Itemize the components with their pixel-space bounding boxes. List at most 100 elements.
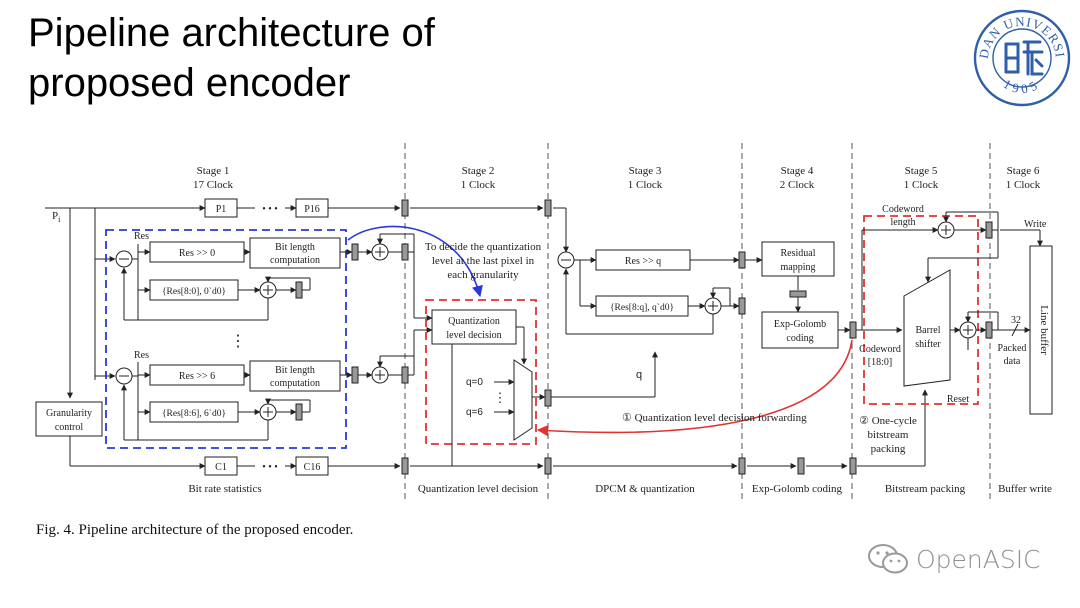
register-dots-bottom: • • • — [262, 462, 278, 473]
svg-text:Bit length: Bit length — [275, 242, 315, 253]
stage-4-clock: 2 Clock — [780, 179, 815, 191]
register-s1-0 — [295, 281, 303, 299]
reset-label: Reset — [947, 394, 969, 405]
svg-text:control: control — [55, 422, 84, 433]
svg-text:Exp-Golomb: Exp-Golomb — [774, 319, 826, 330]
pi-label: Pi — [52, 210, 61, 224]
title-line-2: proposed encoder — [28, 61, 351, 105]
bus-width-label: 32 — [1011, 315, 1021, 326]
svg-text:computation: computation — [270, 255, 320, 266]
codeword-label: Codeword [18:0] — [859, 344, 901, 368]
svg-text:To decide the quantization: To decide the quantization — [425, 241, 542, 253]
stage-4-label: Exp-Golomb coding — [752, 483, 843, 495]
watermark: OpenASIC — [866, 541, 1041, 577]
barrel-shifter-label-1: Barrel — [916, 325, 941, 336]
res-label-mid: Res — [134, 350, 149, 361]
svg-text:length: length — [891, 217, 916, 228]
svg-text:{Res[8:0], 0`d0}: {Res[8:0], 0`d0} — [162, 286, 226, 297]
svg-text:{Res[8:6], 6`d0}: {Res[8:6], 6`d0} — [162, 408, 226, 419]
stage-6-label: Buffer write — [998, 483, 1052, 495]
quantization-level-decision-block: Quantization level decision — [431, 309, 517, 345]
stage-3-label: DPCM & quantization — [595, 483, 695, 495]
stage-3-name: Stage 3 — [629, 165, 662, 177]
svg-text:computation: computation — [270, 378, 320, 389]
stage-6-clock: 1 Clock — [1006, 179, 1041, 191]
q-label: q — [636, 369, 642, 381]
quantization-mux — [513, 359, 533, 441]
svg-text:Line buffer: Line buffer — [1038, 305, 1050, 355]
packed-data-label: Packed data — [998, 343, 1027, 367]
fudan-university-seal-icon: FUDAN UNIVERSITY 1905 — [972, 8, 1071, 107]
svg-text:P16: P16 — [304, 204, 320, 215]
svg-text:1905: 1905 — [1001, 76, 1043, 96]
decision-annotation-arrow — [347, 225, 483, 298]
svg-text:C16: C16 — [304, 462, 321, 473]
res-concat-q-block: {Res[8:q], q`d0} — [595, 295, 689, 317]
svg-text:mapping: mapping — [781, 262, 816, 273]
c16-register: C16 — [295, 456, 329, 476]
wechat-logo-icon — [868, 544, 908, 574]
stage1-highlight-box — [105, 229, 347, 449]
res-shift-q-block: Res >> q — [595, 249, 691, 271]
decision-annotation: To decide the quantization level at the … — [425, 241, 542, 281]
svg-text:Quantization: Quantization — [448, 316, 500, 327]
res-concat-0-block: {Res[8:0], 0`d0} — [149, 279, 239, 301]
p16-register: P16 — [295, 198, 329, 218]
vertical-dots: ⋮ — [230, 333, 246, 350]
stage-footers: Bit rate statistics Quantization level d… — [188, 483, 1052, 495]
svg-text:Codeword: Codeword — [882, 204, 924, 215]
stage-4-name: Stage 4 — [781, 165, 814, 177]
svg-text:{Res[8:q], q`d0}: {Res[8:q], q`d0} — [610, 302, 674, 313]
slide-title: Pipeline architecture of proposed encode… — [28, 8, 728, 108]
svg-text:each granularity: each granularity — [447, 269, 519, 281]
svg-text:level decision: level decision — [446, 330, 501, 341]
stage-5-name: Stage 5 — [905, 165, 938, 177]
stage-5-clock: 1 Clock — [904, 179, 939, 191]
svg-text:coding: coding — [786, 333, 813, 344]
res-concat-6-block: {Res[8:6], 6`d0} — [149, 401, 239, 423]
stage-1-clock: 17 Clock — [193, 179, 234, 191]
stage-2-name: Stage 2 — [462, 165, 495, 177]
one-cycle-annotation: ② One-cycle bitstream packing — [859, 415, 917, 455]
title-line-1: Pipeline architecture of — [28, 11, 435, 55]
stage2-highlight-box — [425, 299, 537, 445]
stage-1-name: Stage 1 — [197, 165, 230, 177]
svg-text:Packed: Packed — [998, 343, 1027, 354]
codeword-length-label: Codeword length — [882, 204, 924, 228]
barrel-shifter-block — [903, 269, 951, 387]
watermark-text: OpenASIC — [916, 544, 1041, 574]
svg-text:Bit length: Bit length — [275, 365, 315, 376]
forwarding-arrow — [536, 339, 853, 437]
line-buffer-block: Line buffer — [1029, 245, 1053, 415]
svg-text:Granularity: Granularity — [46, 408, 92, 419]
stage-headers: Stage 1 17 Clock Stage 2 1 Clock Stage 3… — [193, 165, 1041, 191]
forwarding-label: ① Quantization level decision forwarding — [622, 412, 807, 424]
residual-mapping-block: Residual mapping — [761, 241, 835, 277]
write-label: Write — [1024, 219, 1047, 230]
p1-register: P1 — [204, 198, 238, 218]
svg-text:[18:0]: [18:0] — [868, 357, 892, 368]
svg-text:Res >> 6: Res >> 6 — [179, 371, 215, 382]
stage-3-clock: 1 Clock — [628, 179, 663, 191]
svg-text:bitstream: bitstream — [868, 429, 909, 441]
figure-caption: Fig. 4. Pipeline architecture of the pro… — [36, 522, 354, 538]
barrel-shifter-label-2: shifter — [915, 339, 941, 350]
granularity-control-block: Granularity control — [35, 401, 103, 437]
svg-text:data: data — [1004, 356, 1021, 367]
stage-6-name: Stage 6 — [1007, 165, 1040, 177]
svg-text:level at the last pixel in: level at the last pixel in — [432, 255, 535, 267]
svg-text:C1: C1 — [215, 462, 227, 473]
register-s1-6 — [295, 403, 303, 421]
register-dots-top: • • • — [262, 204, 278, 215]
bit-length-block-6: Bit length computation — [249, 360, 341, 392]
svg-text:Codeword: Codeword — [859, 344, 901, 355]
svg-text:Residual: Residual — [781, 248, 816, 259]
res-shift-0-block: Res >> 0 — [149, 241, 245, 263]
svg-text:Res >> 0: Res >> 0 — [179, 248, 215, 259]
stage-1-label: Bit rate statistics — [188, 483, 261, 495]
stage-2-clock: 1 Clock — [461, 179, 496, 191]
stage-2-label: Quantization level decision — [418, 483, 539, 495]
res-label-top: Res — [134, 231, 149, 242]
